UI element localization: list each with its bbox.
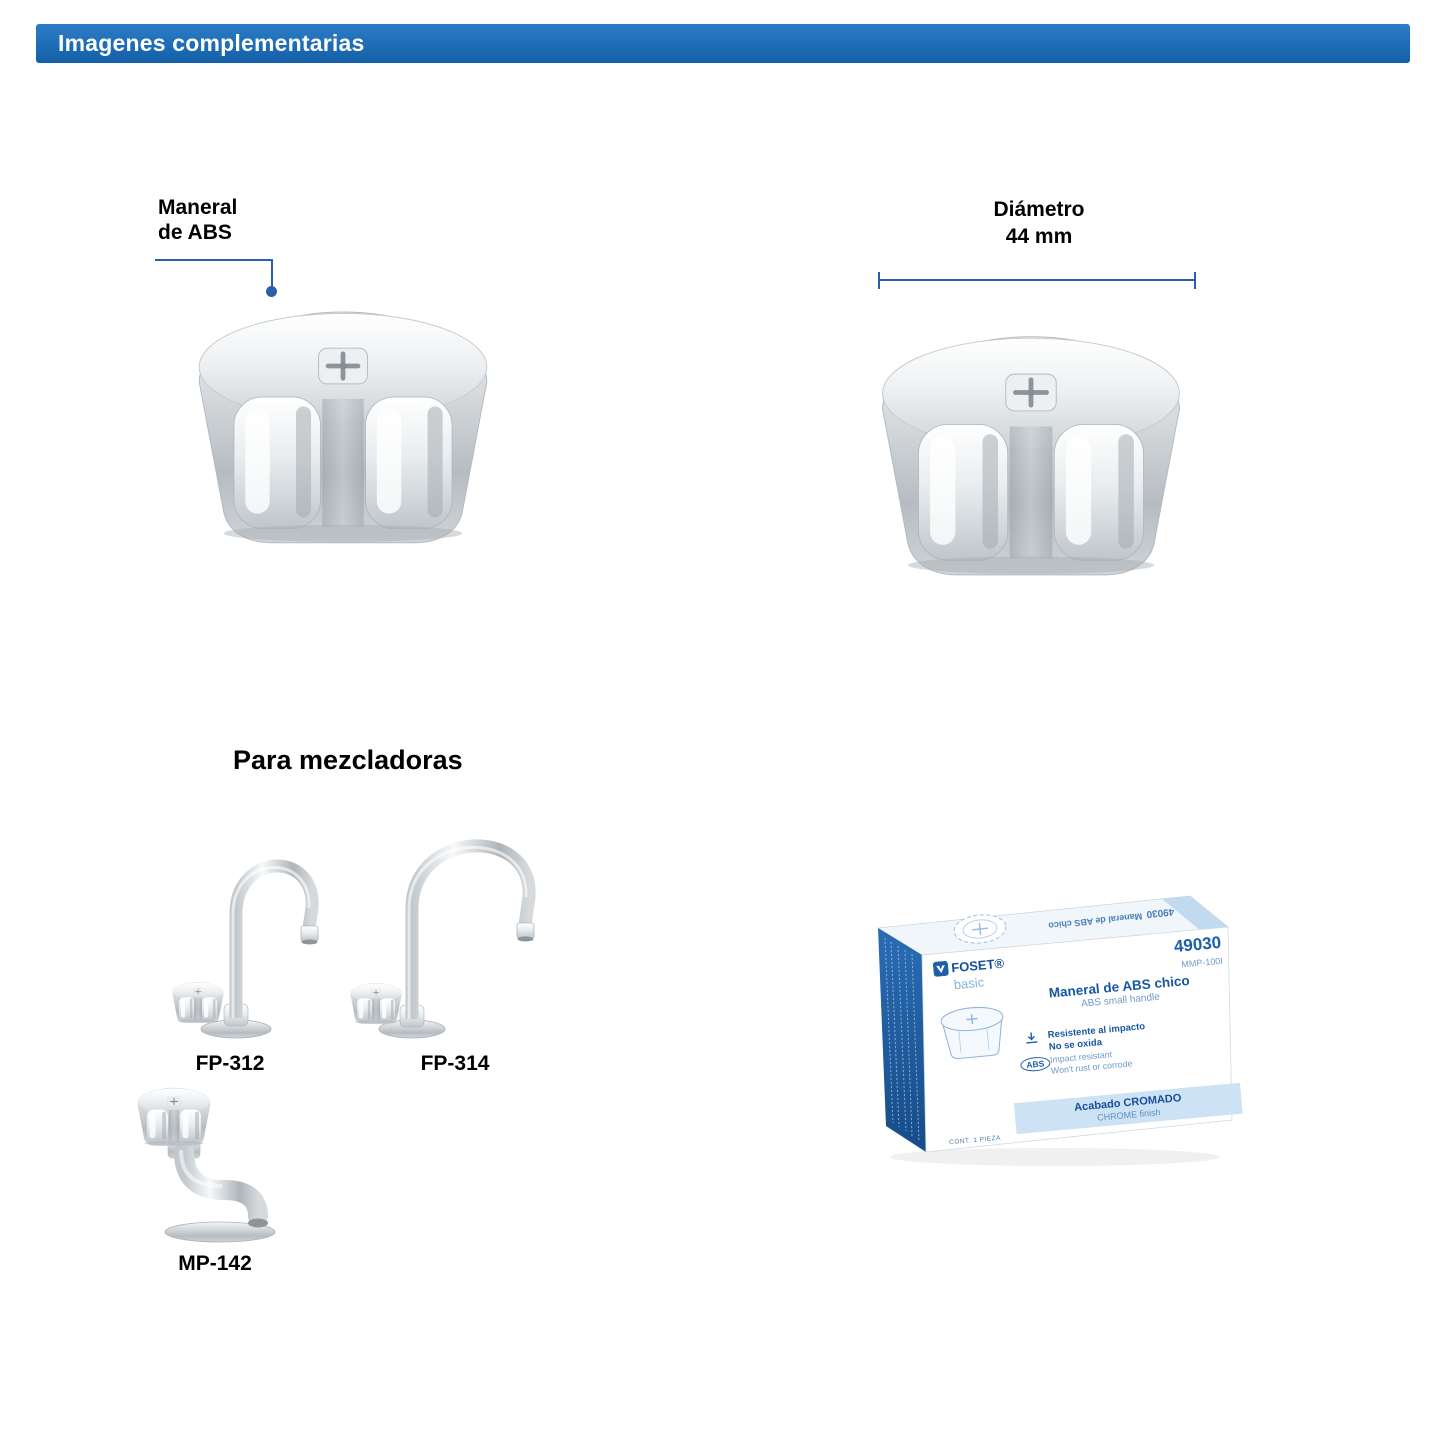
box-knob-illustration [940,1006,1004,1060]
faucet-photo-fp312 [172,859,319,1039]
section-header-bar: Imagenes complementarias [36,24,1410,63]
product-code-fp312: FP-312 [195,1052,265,1075]
abs-handle-photo-left [183,288,503,570]
box-code: 49030 MMP-100I [1173,932,1224,970]
page-title: Imagenes complementarias [58,30,365,56]
handle-callout-label: Maneral de ABS [158,196,238,244]
impact-arrow-icon [1026,1032,1038,1044]
abs-handle-photo-right [866,312,1196,603]
box-feature-list: Resistente al impacto No se oxida Impact… [1047,1021,1146,1076]
box-front-panel: FOSET® basic 49030 MMP-100I Maneral de A… [922,927,1246,1150]
brand-subline: basic [953,974,985,993]
diameter-label: Diámetro 44 mm [993,198,1085,249]
abs-material-badge: ABS [1019,1055,1051,1073]
box-side-fine-print [884,937,920,1142]
brand-name: FOSET® [950,955,1005,976]
faucet-photo-fp314 [350,839,536,1039]
dimension-line [878,272,1196,289]
box-content-label: CONT. 1 PIEZA [948,1134,1002,1147]
box-top-knob-diagram [953,914,1007,944]
product-code-mp142: MP-142 [178,1252,252,1275]
callout-dot [266,286,277,297]
product-code-fp314: FP-314 [420,1052,490,1075]
callout-line-horizontal [155,259,273,261]
section-title: Para mezcladoras [233,745,463,775]
callout-line-vertical [271,259,273,289]
faucet-photo-mp142 [137,1087,276,1243]
box-title: Maneral de ABS chico ABS small handle [1048,972,1191,1010]
foset-brand: FOSET® [932,955,1005,977]
foset-logo-icon [932,960,949,977]
svg-text:49030: 49030 [1145,906,1174,920]
